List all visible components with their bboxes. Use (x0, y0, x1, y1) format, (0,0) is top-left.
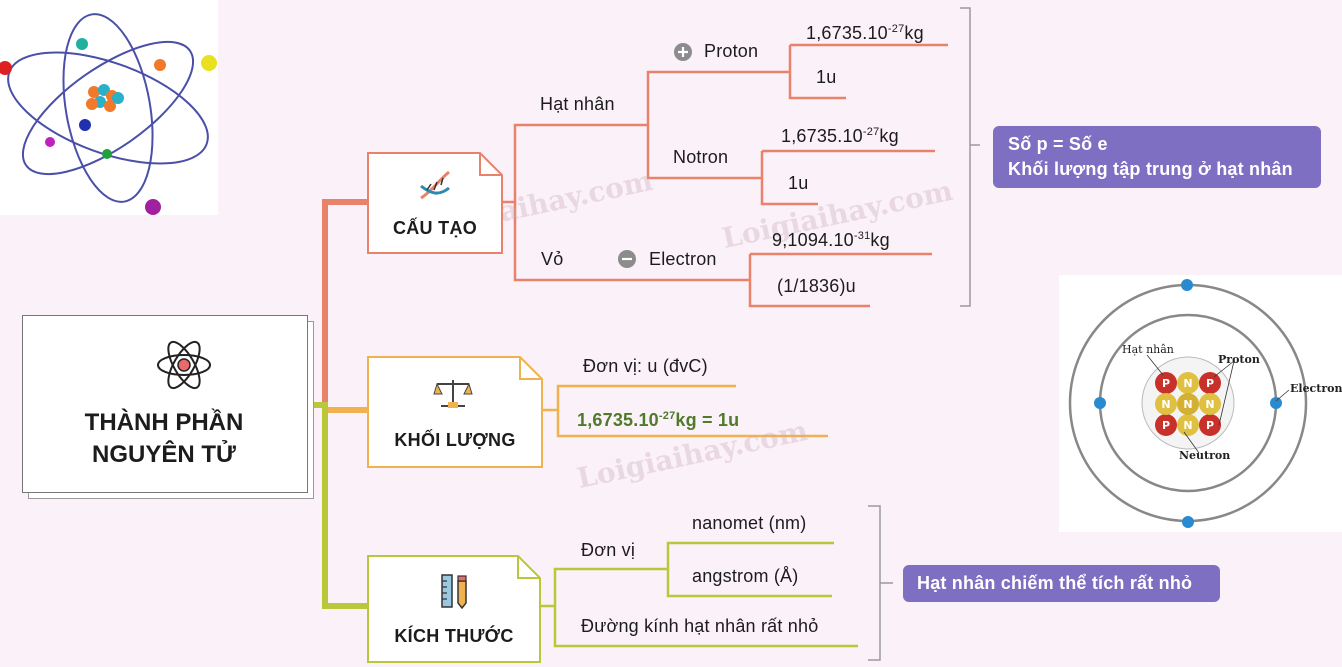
proton-amu: 1u (816, 67, 837, 87)
electron-amu: (1/1836)u (777, 276, 856, 296)
size-card: KÍCH THƯỚC (367, 555, 541, 663)
diagram-label-nucleus: Hạt nhân (1122, 343, 1174, 356)
ruler-pencil-icon (441, 574, 467, 609)
neutron-n-1: N (1183, 377, 1192, 390)
size-unit-angstrom: angstrom (Å) (692, 566, 799, 586)
atom-model-icon: P P P P N N N N N Hạt nhân Proton Electr… (1068, 279, 1342, 528)
neutron-mass-base: 1,6735.10 (781, 126, 863, 146)
nucleus-label: Hạt nhân (540, 94, 615, 114)
scale-icon (433, 380, 473, 408)
size-title: KÍCH THƯỚC (394, 626, 514, 646)
minus-icon (618, 250, 636, 268)
structure-note-line2: Khối lượng tập trung ở hạt nhân (1008, 159, 1293, 179)
neutron-n-5: N (1183, 398, 1192, 411)
size-unit-label: Đơn vị (581, 540, 636, 560)
proton-mass-unit: kg (904, 23, 924, 43)
mass-title: KHỐI LƯỢNG (394, 430, 516, 450)
neutron-n-4: N (1183, 419, 1192, 432)
root-title-line2: NGUYÊN TỬ (92, 441, 236, 468)
mass-equation: 1,6735.10-27kg = 1u (577, 410, 739, 431)
atom-orbits-icon (0, 13, 217, 215)
size-note-text: Hạt nhân chiếm thể tích rất nhỏ (917, 573, 1193, 593)
neutron-mass-exp: -27 (862, 126, 880, 138)
diagram-label-proton: Proton (1218, 353, 1260, 366)
structure-note-line1: Số p = Số e (1008, 134, 1108, 154)
mass-unit: Đơn vị: u (đvC) (583, 356, 708, 376)
mass-eq-base: 1,6735.10 (577, 410, 659, 430)
electron-mass-exp: -31 (853, 230, 871, 242)
plus-icon (674, 43, 692, 61)
diagram-label-neutron: Neutron (1179, 449, 1230, 462)
structure-card: CẤU TẠO (367, 152, 503, 254)
neutron-mass: 1,6735.10-27kg (781, 126, 899, 147)
proton-p-1: P (1162, 377, 1170, 390)
neutron-amu: 1u (788, 173, 809, 193)
size-diameter: Đường kính hạt nhân rất nhỏ (581, 616, 819, 636)
proton-mass: 1,6735.10-27kg (806, 23, 924, 44)
neutron-n-2: N (1161, 398, 1170, 411)
root-title-line1: THÀNH PHẦN (84, 409, 244, 436)
electron-label: Electron (649, 249, 717, 269)
proton-mass-base: 1,6735.10 (806, 23, 888, 43)
structure-note: Số p = Số e Khối lượng tập trung ở hạt n… (993, 126, 1321, 188)
diagram-label-electron: Electron (1290, 382, 1342, 395)
structure-title: CẤU TẠO (392, 218, 478, 238)
proton-p-2: P (1206, 377, 1214, 390)
proton-p-4: P (1206, 419, 1214, 432)
mass-eq-rest: kg = 1u (675, 410, 740, 430)
dna-icon (420, 170, 450, 200)
atom-icon (157, 340, 211, 390)
mass-eq-exp: -27 (658, 410, 676, 422)
proton-p-3: P (1162, 419, 1170, 432)
bohr-atom-diagram: P P P P N N N N N Hạt nhân Proton Electr… (1059, 275, 1342, 532)
root-card: THÀNH PHẦN NGUYÊN TỬ (22, 315, 314, 499)
neutron-mass-unit: kg (879, 126, 899, 146)
neutron-n-3: N (1205, 398, 1214, 411)
proton-mass-exp: -27 (887, 23, 905, 35)
neutron-label: Notron (673, 147, 729, 167)
shell-label: Vỏ (541, 249, 564, 269)
proton-label: Proton (704, 41, 759, 61)
electron-mass-base: 9,1094.10 (772, 230, 854, 250)
electron-mass: 9,1094.10-31kg (772, 230, 890, 251)
electron-mass-unit: kg (870, 230, 890, 250)
mass-card: KHỐI LƯỢNG (367, 356, 543, 468)
atom-illustration (0, 0, 218, 215)
size-note: Hạt nhân chiếm thể tích rất nhỏ (903, 565, 1220, 602)
size-unit-nm: nanomet (nm) (692, 513, 807, 533)
